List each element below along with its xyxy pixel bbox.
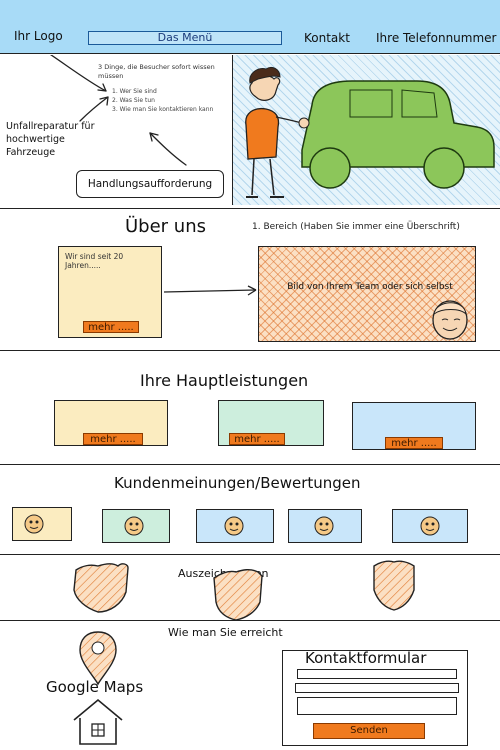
award-shields — [73, 560, 415, 620]
contact-link[interactable]: Kontakt — [304, 31, 350, 45]
hero-point-3: 3. Wie man Sie kontaktieren kann — [112, 106, 214, 113]
menu-bar[interactable]: Das Menü — [88, 31, 282, 45]
hero-note: 3 Dinge, die Besucher sofort wissen müss… — [98, 63, 230, 114]
cta-button[interactable]: Handlungsaufforderung — [76, 170, 224, 198]
cta-label: Handlungsaufforderung — [87, 178, 213, 190]
smiling-face-icon — [432, 300, 468, 340]
shield-icon-1 — [73, 563, 129, 613]
about-title: Über uns — [125, 216, 206, 237]
hero-point-2: 2. Was Sie tun — [112, 97, 155, 104]
reach-title: Wie man Sie erreicht — [168, 626, 283, 639]
shield-icon-2 — [213, 569, 263, 620]
form-submit-button[interactable]: Senden — [313, 723, 425, 739]
service-2-more-button[interactable]: mehr ..... — [229, 433, 285, 445]
arrow-logo-to-note — [50, 55, 107, 92]
divider-about — [0, 350, 500, 351]
service-3-more-button[interactable]: mehr ..... — [385, 437, 443, 449]
smiley-icon-1 — [24, 514, 44, 534]
about-card-text: Wir sind seit 20 Jahren..... — [65, 252, 124, 270]
hero-point-1: 1. Wer Sie sind — [112, 88, 157, 95]
smiley-icon-2 — [124, 516, 144, 536]
team-image-text: Bild von Ihrem Team oder sich selbst — [287, 282, 453, 292]
arrow-tagline — [79, 96, 109, 122]
smiley-icon-5 — [420, 516, 440, 536]
divider-hero — [0, 208, 500, 209]
hero-arrows — [50, 55, 187, 166]
shield-icon-3 — [373, 560, 415, 611]
service-card-1: mehr ..... — [54, 400, 168, 446]
car-wheel-front — [309, 147, 351, 189]
hero-tagline: Unfallreparatur für hochwertige Fahrzeug… — [6, 121, 95, 158]
form-name-field[interactable] — [297, 669, 457, 679]
review-card-5 — [392, 509, 468, 543]
reviews-title: Kundenmeinungen/Bewertungen — [114, 474, 361, 492]
smiley-icon-3 — [224, 516, 244, 536]
hero-note-title: 3 Dinge, die Besucher sofort wissen müss… — [98, 63, 215, 80]
logo[interactable]: Ihr Logo — [14, 29, 63, 43]
review-card-3 — [196, 509, 274, 543]
service-1-more-button[interactable]: mehr ..... — [83, 433, 143, 445]
contact-form: Kontaktformular Senden — [282, 649, 468, 746]
about-more-button[interactable]: mehr ..... — [83, 321, 139, 333]
smiley-icon-4 — [314, 516, 334, 536]
services-title: Ihre Hauptleistungen — [140, 371, 309, 390]
form-message-field[interactable] — [297, 697, 457, 715]
form-email-field[interactable] — [295, 683, 459, 693]
about-arrow — [163, 285, 257, 296]
map-pin-icon — [79, 631, 117, 686]
divider-reviews — [0, 554, 500, 555]
service-card-3: mehr ..... — [352, 402, 476, 450]
car-wheel-back — [423, 147, 465, 189]
house-icon — [73, 698, 123, 745]
service-card-2: mehr ..... — [218, 400, 324, 446]
divider-services — [0, 464, 500, 465]
about-card: Wir sind seit 20 Jahren..... mehr ..... — [58, 246, 162, 338]
menu-label: Das Menü — [157, 31, 213, 44]
form-submit-label: Senden — [350, 725, 388, 736]
about-section-note: 1. Bereich (Haben Sie immer eine Übersch… — [252, 222, 460, 232]
mechanic-figure — [245, 66, 310, 198]
header-bar: Ihr Logo Das Menü Kontakt Ihre Telefonnu… — [0, 0, 500, 54]
divider-awards — [0, 620, 500, 621]
review-faces — [24, 514, 440, 536]
contact-form-title: Kontaktformular — [305, 649, 427, 667]
arrow-cta — [149, 132, 187, 166]
phone-number[interactable]: Ihre Telefonnummer — [376, 31, 497, 45]
google-maps-label[interactable]: Google Maps — [46, 678, 144, 696]
car-illustration — [245, 66, 495, 198]
